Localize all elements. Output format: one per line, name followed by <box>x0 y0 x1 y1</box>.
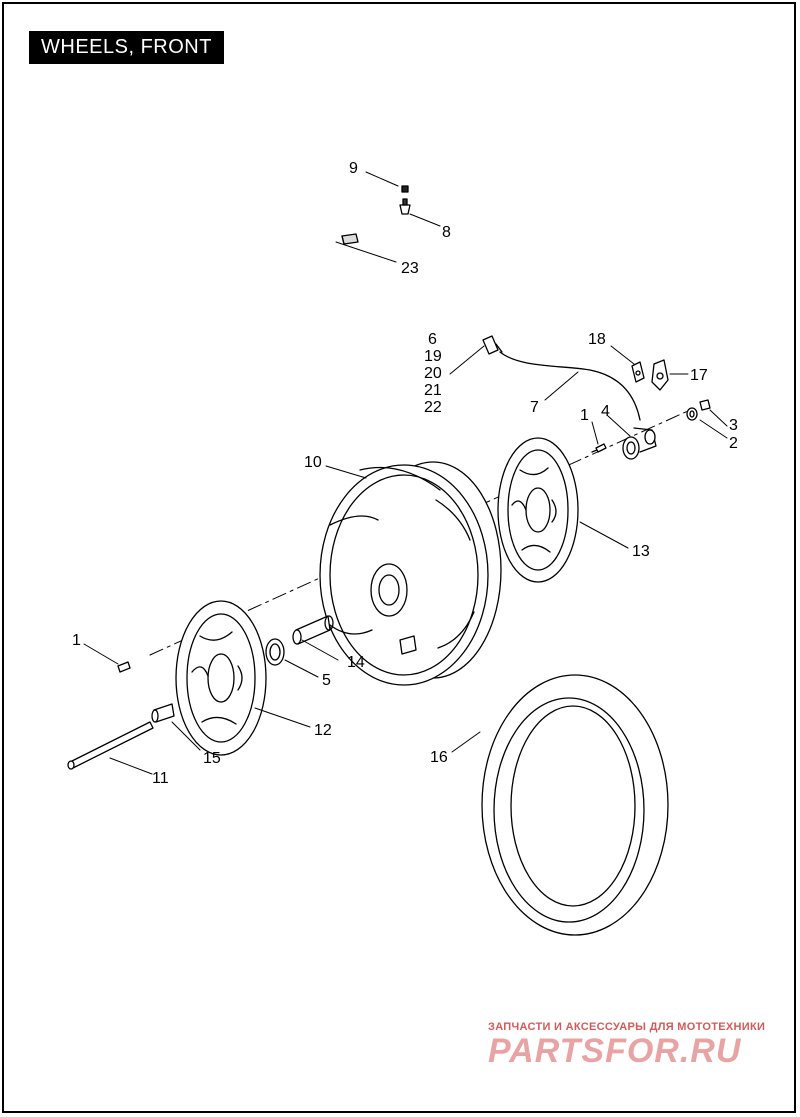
callout-4: 4 <box>601 403 610 420</box>
leader-lines <box>83 171 728 775</box>
callout-8: 8 <box>442 224 451 241</box>
balance-weight-part <box>341 233 359 245</box>
cable-clip-part <box>631 361 645 383</box>
front-axle-part <box>67 721 154 770</box>
sensor-connector-part <box>482 335 503 355</box>
callout-3: 3 <box>729 417 738 434</box>
callout-6: 6 <box>428 331 437 348</box>
brake-rotor-right-part <box>497 437 579 583</box>
watermark-brand: PARTSFOR.RU <box>488 1032 742 1070</box>
valve-cap-part <box>401 185 409 193</box>
callout-16: 16 <box>430 749 448 766</box>
callout-14: 14 <box>347 654 365 671</box>
page-title: WHEELS, FRONT <box>29 31 224 64</box>
callout-20: 20 <box>424 365 442 382</box>
sensor-spacer-part <box>622 427 657 460</box>
axle-nut-part <box>699 399 711 411</box>
watermark-tagline: ЗАПЧАСТИ И АКСЕССУАРЫ ДЛЯ МОТОТЕХНИКИ <box>488 1021 766 1033</box>
axle-washer-part <box>686 407 698 421</box>
callout-23: 23 <box>401 260 419 277</box>
callout-7: 7 <box>530 399 539 416</box>
callout-21: 21 <box>424 382 442 399</box>
callout-9: 9 <box>349 160 358 177</box>
cast-wheel-part <box>319 461 502 686</box>
callout-22: 22 <box>424 399 442 416</box>
speed-sensor-cable <box>499 351 641 421</box>
rotor-screw-upper-part <box>591 443 607 453</box>
callout-12: 12 <box>314 722 332 739</box>
callout-18: 18 <box>588 331 606 348</box>
valve-stem-part <box>399 198 411 215</box>
callout-19: 19 <box>424 348 442 365</box>
front-tire-part <box>481 674 669 936</box>
wheel-bearing-part <box>265 638 285 666</box>
rotor-screw-lower-part <box>117 661 131 673</box>
sensor-bracket-part <box>651 359 669 391</box>
callout-1-lower: 1 <box>72 632 81 649</box>
callout-2: 2 <box>729 435 738 452</box>
axle-collar-part <box>151 703 175 723</box>
axle-spacer-part <box>292 615 334 645</box>
callout-11: 11 <box>152 770 169 787</box>
callout-10: 10 <box>304 454 322 471</box>
brake-rotor-left-part <box>175 600 267 756</box>
callout-13: 13 <box>632 543 650 560</box>
callout-1-upper: 1 <box>580 407 589 424</box>
callout-15: 15 <box>203 750 221 767</box>
callout-5: 5 <box>322 672 331 689</box>
callout-17: 17 <box>690 367 708 384</box>
